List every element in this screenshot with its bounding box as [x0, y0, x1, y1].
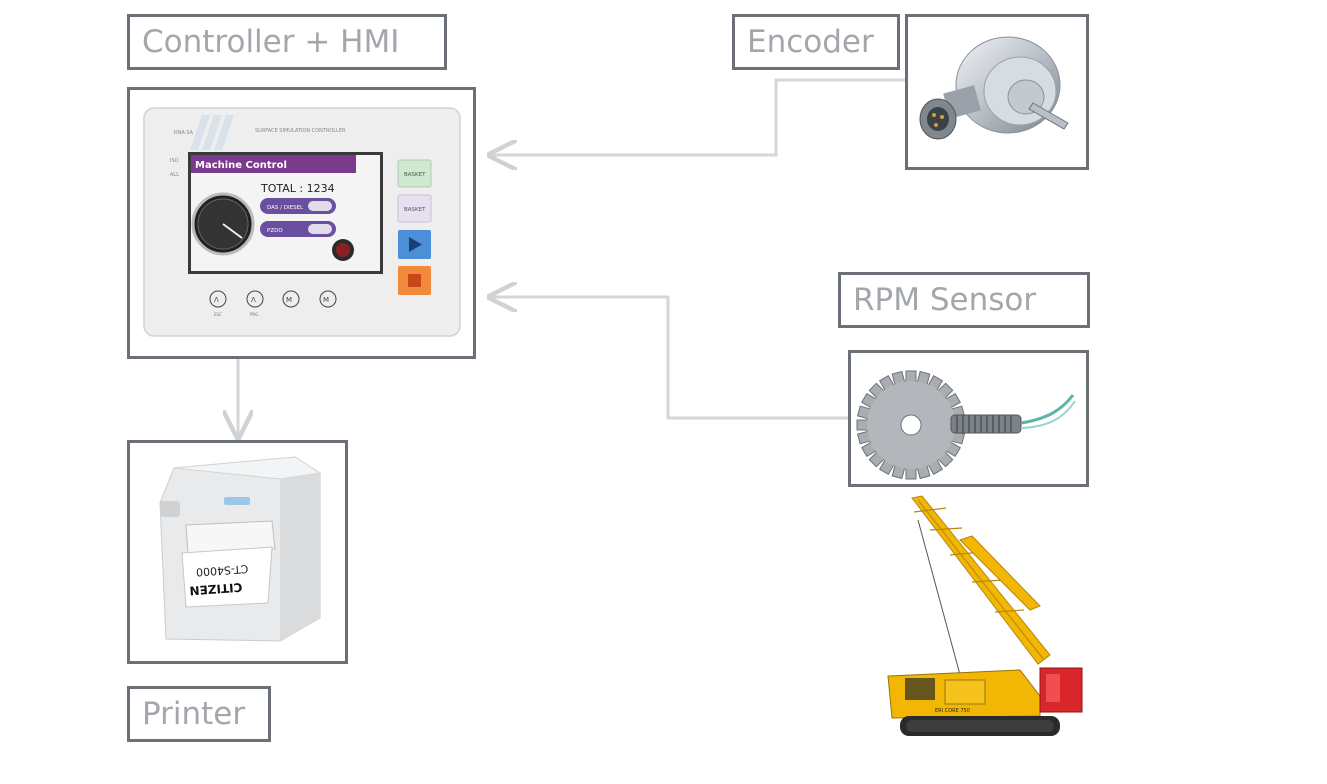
- rpm-connector: [490, 297, 850, 420]
- controller-label-text: Controller + HMI: [142, 23, 400, 60]
- printer-label-text: Printer: [142, 695, 246, 732]
- controller-frame: SURFACE SIMULATION CONTROLLER RNA-SA ISO…: [127, 87, 476, 359]
- total-text: TOTAL : 1234: [260, 182, 335, 195]
- svg-text:RNA-SA: RNA-SA: [174, 130, 194, 136]
- svg-text:ESC: ESC: [214, 312, 222, 317]
- printer-display: [224, 497, 250, 505]
- svg-text:Λ: Λ: [251, 296, 256, 304]
- printer-frame: CT-S4000 CITIZEN: [127, 440, 348, 664]
- rpm-sensor-image: [856, 370, 1076, 480]
- printer-paper-text: CT-S4000: [196, 562, 249, 579]
- option-1-text: DAS / DIESEL: [267, 205, 304, 211]
- option-2-text: PZDO: [267, 228, 283, 234]
- svg-text:ISO: ISO: [170, 158, 179, 164]
- printer-brand-text: CITIZEN: [189, 580, 243, 598]
- controller-label: Controller + HMI: [127, 14, 447, 70]
- screen-title-bar: [191, 155, 356, 173]
- svg-text:ALL: ALL: [170, 172, 179, 178]
- encoder-image: [919, 36, 1069, 140]
- printer-paper: [181, 546, 273, 608]
- controller-device: SURFACE SIMULATION CONTROLLER RNA-SA ISO…: [143, 107, 461, 337]
- encoder-label: Encoder: [732, 14, 900, 70]
- side-button-2[interactable]: [397, 194, 432, 223]
- hmi-header-text: SURFACE SIMULATION CONTROLLER: [255, 128, 346, 134]
- side-button-2-label: BASKET: [404, 207, 426, 213]
- side-button-1[interactable]: [397, 159, 432, 188]
- svg-text:Λ: Λ: [214, 296, 219, 304]
- rpm-sensor-label: RPM Sensor: [838, 272, 1090, 328]
- svg-text:M: M: [323, 296, 329, 304]
- stop-icon: [408, 274, 421, 287]
- svg-text:M: M: [286, 296, 292, 304]
- encoder-frame: [905, 14, 1089, 170]
- printer-image: CT-S4000 CITIZEN: [159, 456, 322, 642]
- side-button-1-label: BASKET: [404, 172, 426, 178]
- svg-text:PRG: PRG: [250, 312, 258, 317]
- rpm-sensor-frame: [848, 350, 1089, 487]
- rpm-sensor-label-text: RPM Sensor: [853, 281, 1037, 318]
- encoder-connector: [490, 78, 906, 155]
- play-icon: [409, 237, 422, 252]
- encoder-label-text: Encoder: [747, 23, 874, 60]
- screen-title: Machine Control: [195, 160, 287, 171]
- printer-label: Printer: [127, 686, 271, 742]
